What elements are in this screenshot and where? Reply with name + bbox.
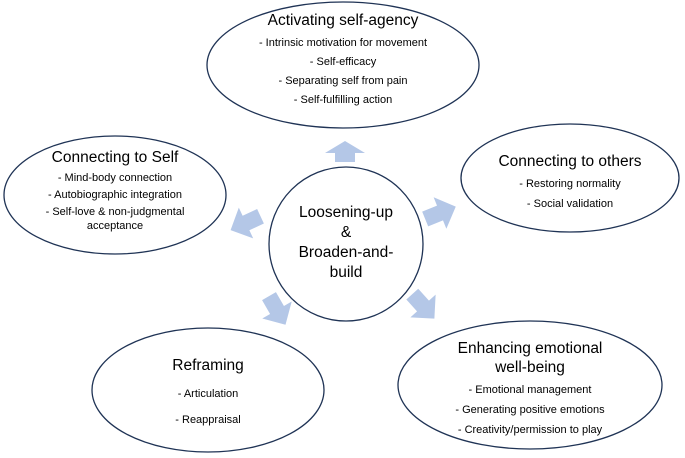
node-item: - Reappraisal	[175, 414, 241, 426]
node-activating-self-agency: Activating self-agency - Intrinsic motiv…	[233, 11, 453, 107]
node-item: - Self-efficacy	[309, 56, 377, 68]
arrow-to-bottom-right	[406, 288, 436, 319]
node-connecting-to-self: Connecting to Self - Mind-body connectio…	[30, 148, 200, 233]
node-connecting-to-others: Connecting to others - Restoring normali…	[485, 152, 655, 211]
center-label: Loosening-up & Broaden-and- build	[276, 203, 416, 283]
center-line: build	[329, 264, 363, 281]
arrow-to-bottom-left	[262, 292, 292, 325]
node-title: Enhancing emotional well-being	[457, 340, 603, 376]
ellipse-emotional-well-being	[397, 320, 663, 450]
ellipse-activating-self-agency	[206, 1, 480, 129]
ellipse-connecting-to-self	[3, 135, 227, 255]
node-item: - Articulation	[177, 388, 239, 400]
node-title: Connecting to others	[498, 153, 642, 170]
node-item: - Separating self from pain	[278, 75, 408, 87]
node-item: - Creativity/permission to play	[457, 424, 603, 436]
node-item: - Emotional management	[468, 384, 592, 396]
node-item: - Intrinsic motivation for movement	[258, 37, 428, 49]
node-item: - Social validation	[526, 198, 614, 210]
node-reframing: Reframing - Articulation - Reappraisal	[140, 356, 276, 427]
node-item: - Generating positive emotions	[455, 404, 605, 416]
node-title: Activating self-agency	[267, 12, 419, 29]
arrow-to-left	[230, 207, 264, 239]
arrows	[230, 141, 456, 325]
arrow-to-right	[422, 197, 456, 229]
center-line: Broaden-and-	[298, 244, 394, 261]
node-item: - Autobiographic integration	[48, 189, 182, 201]
ellipse-reframing	[91, 327, 325, 453]
node-enhancing-emotional-well-being: Enhancing emotional well-being - Emotion…	[430, 339, 630, 437]
node-item: - Restoring normality	[519, 178, 621, 190]
ellipse-connecting-to-others	[460, 123, 680, 233]
node-item: - Mind-body connection	[57, 172, 173, 184]
center-line: &	[340, 224, 352, 241]
arrow-to-top	[325, 141, 365, 162]
node-item: - Self-fulfilling action	[293, 94, 393, 106]
center-circle	[268, 166, 424, 322]
node-title: Connecting to Self	[51, 149, 179, 166]
node-title: Reframing	[172, 357, 244, 374]
node-item: - Self-love & non-judgmental acceptance	[45, 206, 185, 232]
center-line: Loosening-up	[299, 204, 393, 221]
